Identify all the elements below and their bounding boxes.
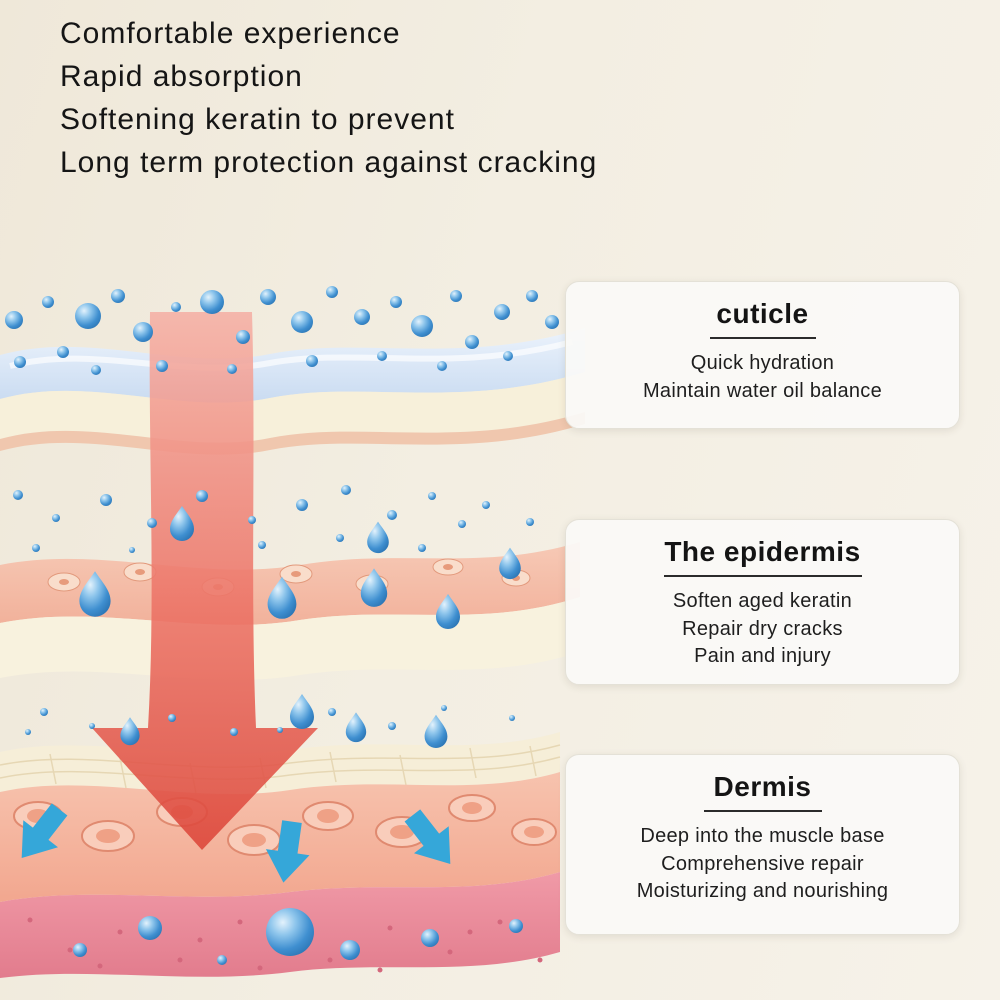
epidermis-layer: [0, 542, 580, 680]
cuticle-layer: [0, 328, 585, 455]
card-line: Moisturizing and nourishing: [636, 880, 889, 902]
card-title: Dermis: [713, 771, 812, 802]
dermis-speckles: [27, 917, 543, 973]
headline-line: Softening keratin to prevent: [60, 103, 455, 136]
card-title: The epidermis: [664, 536, 861, 567]
card-title-underline: [703, 810, 822, 812]
card-title-underline: [709, 337, 816, 339]
headline-line: Long term protection against cracking: [60, 146, 598, 179]
card-title: cuticle: [716, 298, 809, 329]
water-droplets-mid: [13, 485, 534, 629]
info-card-cuticle: cuticle Quick hydration Maintain water o…: [565, 281, 960, 429]
water-droplets-top: [5, 286, 559, 375]
card-line: Maintain water oil balance: [642, 379, 883, 402]
card-line: Soften aged keratin: [672, 590, 853, 612]
card-title-underline: [663, 575, 862, 577]
card-line: Pain and injury: [694, 645, 831, 667]
info-card-dermis: Dermis Deep into the muscle base Compreh…: [565, 754, 960, 935]
info-card-epidermis: The epidermis Soften aged keratin Repair…: [565, 519, 960, 685]
headline-line: Comfortable experience: [60, 17, 401, 50]
water-droplets-lower: [25, 694, 515, 749]
card-line: Deep into the muscle base: [640, 825, 885, 847]
absorption-arrow: [92, 312, 318, 850]
skin-diagram: [0, 286, 585, 978]
card-line: Quick hydration: [690, 352, 835, 374]
card-line: Comprehensive repair: [661, 852, 864, 875]
dermis-moisture-droplets: [73, 908, 523, 965]
card-line: Repair dry cracks: [682, 617, 843, 640]
headline: Comfortable experience Rapid absorption …: [60, 12, 597, 184]
headline-line: Rapid absorption: [60, 60, 303, 93]
